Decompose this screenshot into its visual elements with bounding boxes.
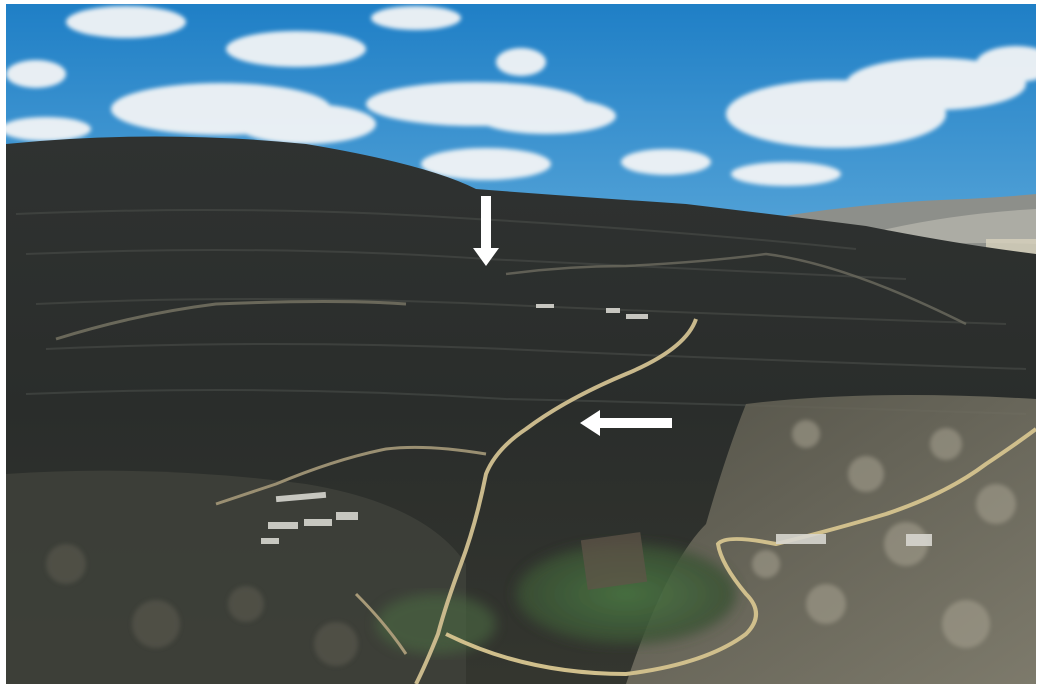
green-field xyxy=(516,544,736,644)
main-road xyxy=(414,318,698,684)
arrow-down-icon xyxy=(473,196,499,266)
aerial-landscape-photo xyxy=(6,4,1036,684)
upper-path xyxy=(55,300,407,341)
left-branch-road xyxy=(215,445,487,506)
arrow-left-icon xyxy=(580,410,672,436)
clouds xyxy=(6,6,1036,186)
lower-road xyxy=(445,427,1036,677)
structures xyxy=(261,304,932,546)
plowed-field xyxy=(580,532,648,590)
